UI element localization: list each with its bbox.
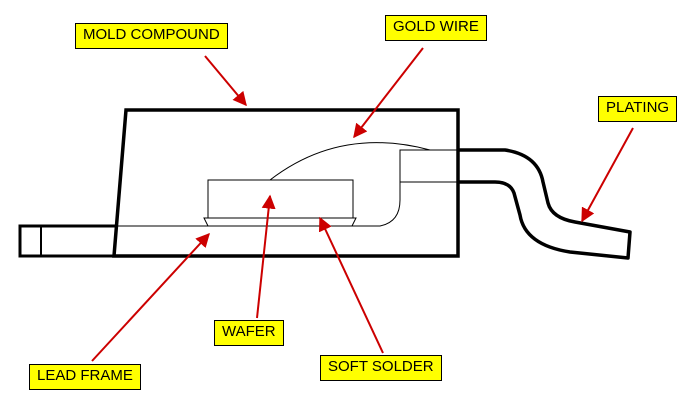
wafer-die (207, 179, 354, 219)
left-lead (18, 224, 118, 258)
soft-solder-label: SOFT SOLDER (320, 355, 442, 381)
gold-wire-label: GOLD WIRE (385, 15, 487, 41)
gold-wire-arrow (353, 47, 424, 139)
lead-frame-label: LEAD FRAME (29, 364, 141, 390)
mold-compound-arrow (204, 55, 247, 107)
wafer-arrow (256, 194, 276, 319)
mold-compound-body (112, 108, 460, 258)
lead-frame (118, 149, 458, 227)
soft-solder-arrow (318, 216, 384, 354)
mold-compound-label: MOLD COMPOUND (75, 23, 228, 49)
plated-lead (458, 148, 632, 260)
plating-label: PLATING (598, 96, 678, 122)
wafer-label: WAFER (214, 320, 284, 346)
plating-arrow (581, 127, 634, 223)
soft-solder-layer (203, 217, 357, 227)
lead-frame-arrow (91, 232, 210, 362)
gold-wire (269, 142, 431, 181)
